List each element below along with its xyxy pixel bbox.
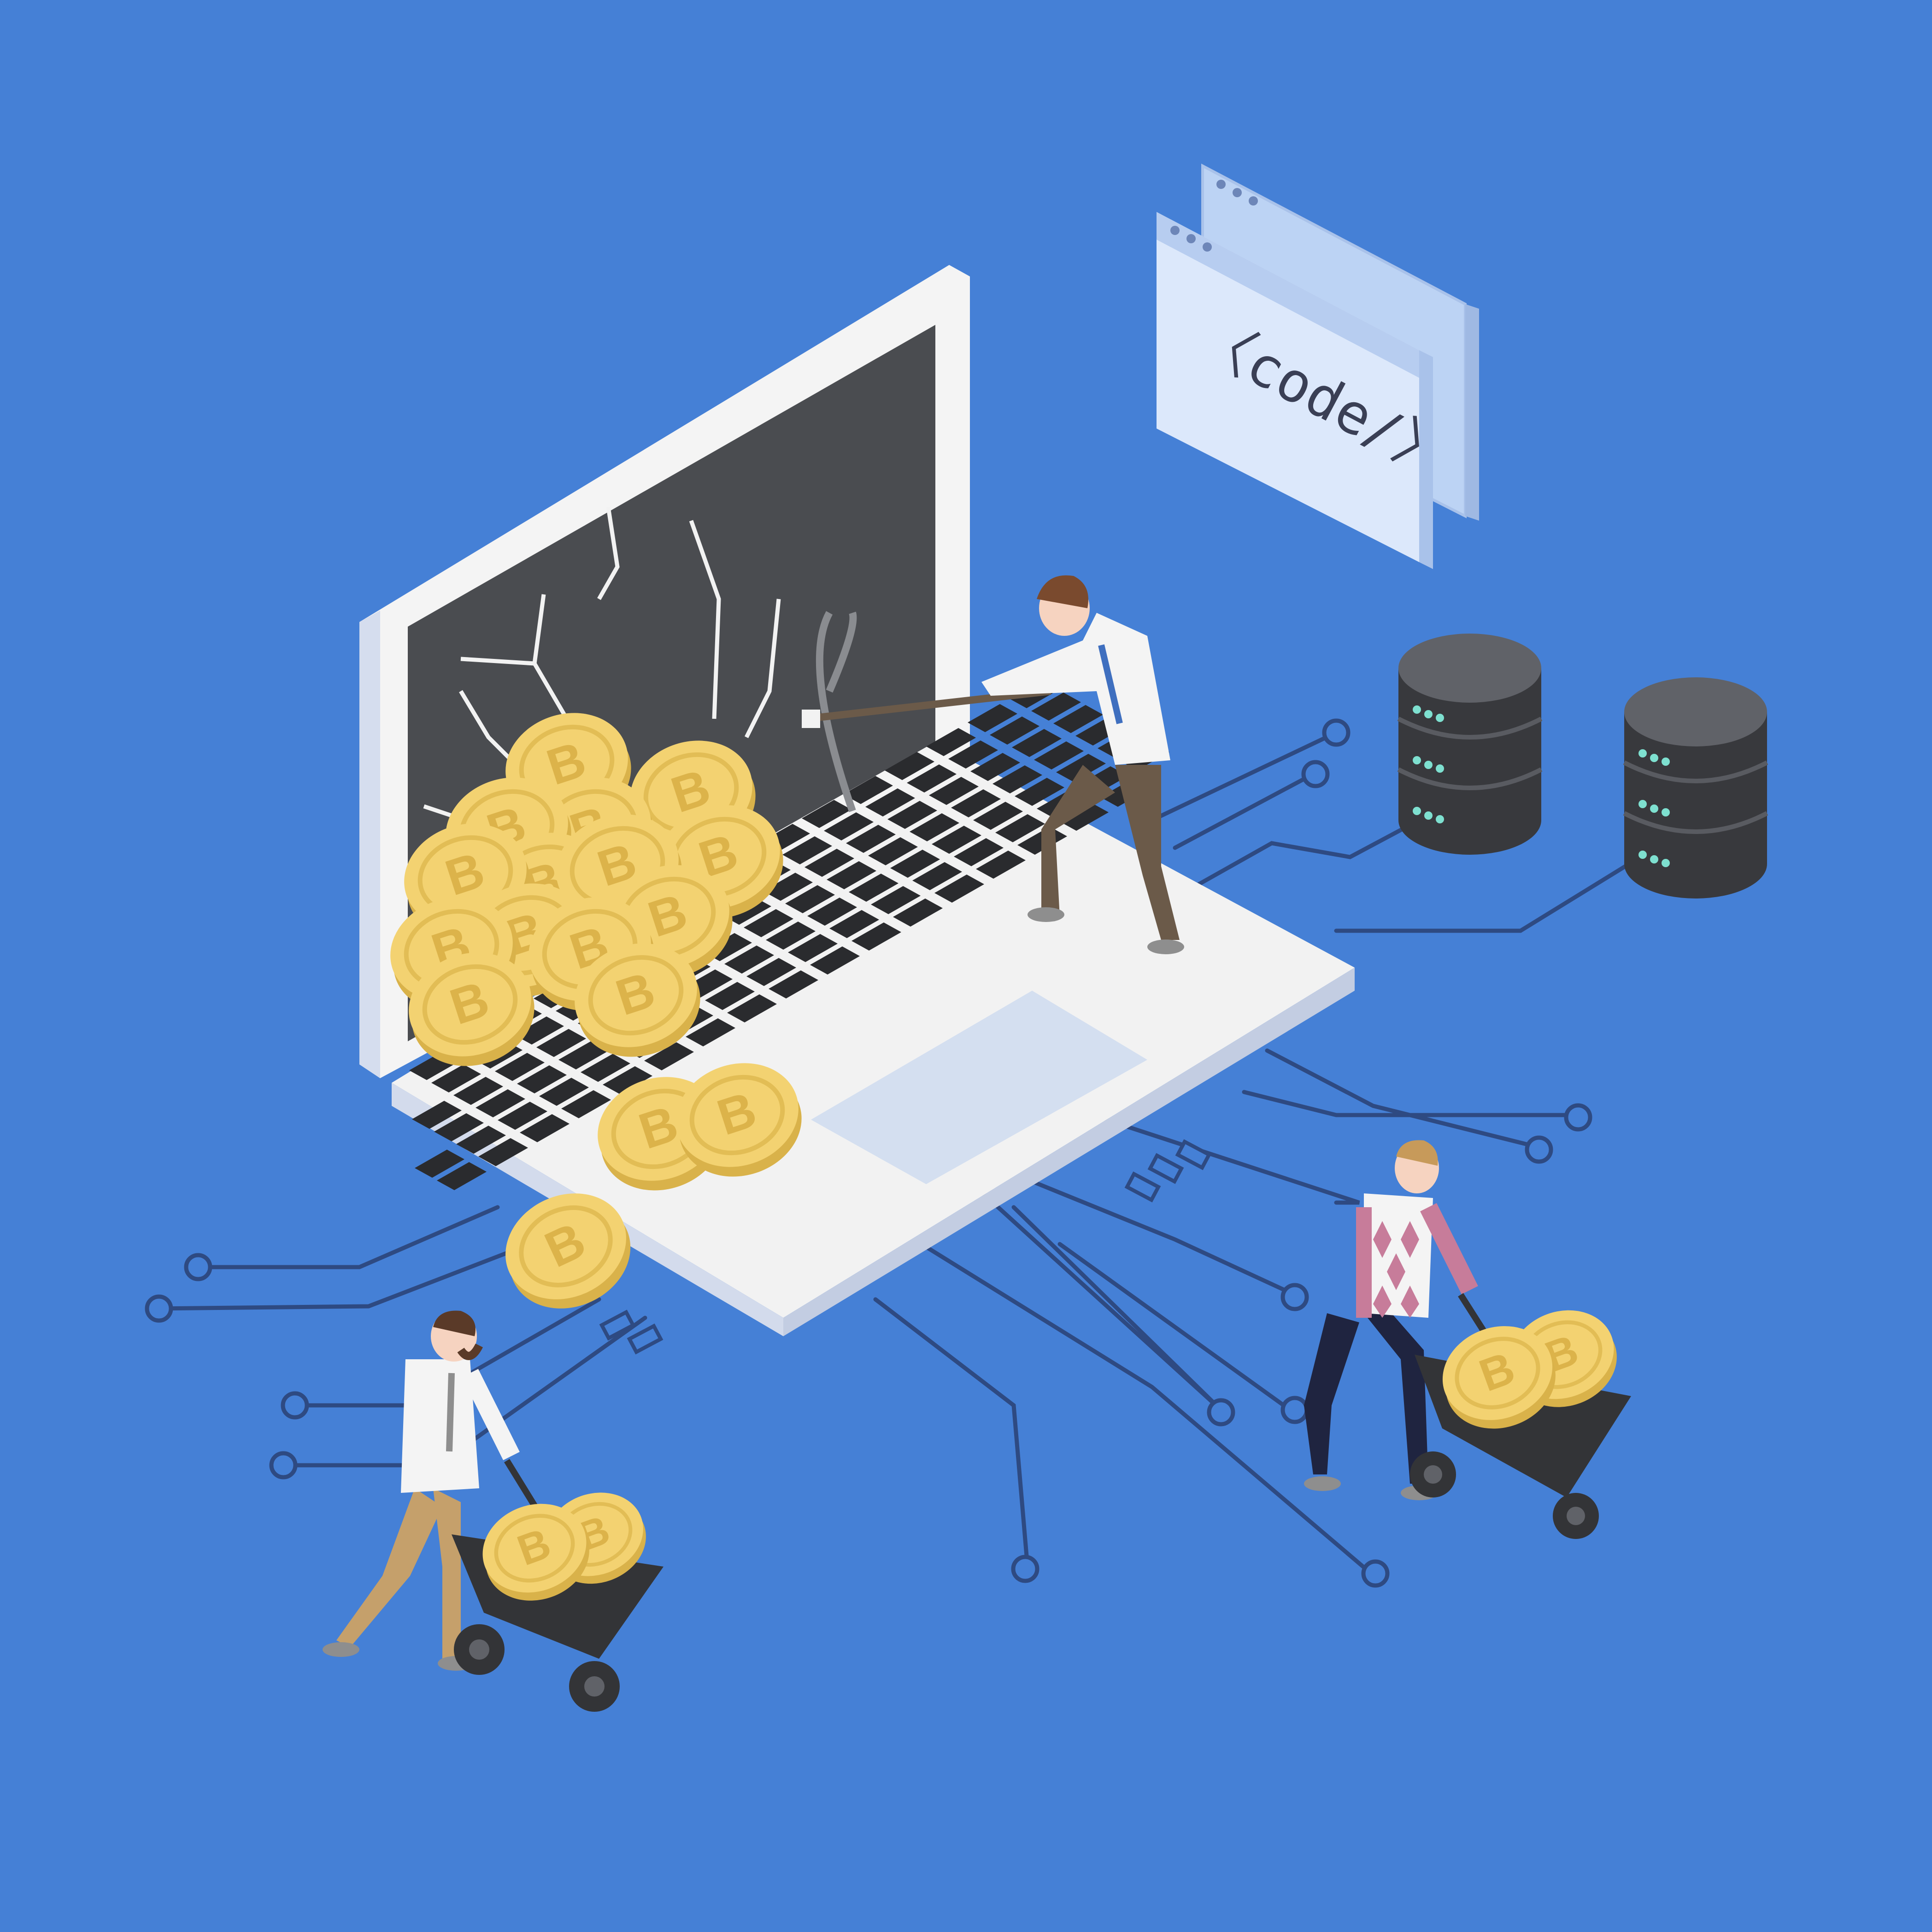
keyboard-key bbox=[782, 836, 832, 864]
keyboard-key bbox=[929, 777, 979, 805]
keyboard-key bbox=[1059, 803, 1109, 831]
keyboard-key bbox=[810, 946, 860, 975]
keyboard-key bbox=[871, 886, 921, 914]
keyboard-key bbox=[934, 875, 984, 903]
keyboard-key bbox=[910, 813, 959, 841]
keyboard-key bbox=[495, 1053, 545, 1081]
keyboard-key bbox=[827, 861, 876, 889]
keyboard-key bbox=[807, 898, 857, 926]
keyboard-key bbox=[456, 1126, 506, 1154]
keyboard-key bbox=[802, 800, 851, 828]
keyboard-key bbox=[954, 838, 1004, 866]
keyboard-key bbox=[412, 1101, 462, 1129]
keyboard-key bbox=[851, 922, 901, 951]
keyboard-key bbox=[539, 1078, 589, 1106]
keyboard-key bbox=[970, 753, 1020, 781]
keyboard-key bbox=[453, 1077, 503, 1105]
keyboard-key bbox=[517, 1065, 567, 1093]
keyboard-key bbox=[769, 970, 818, 998]
trackpad bbox=[811, 991, 1147, 1184]
keyboard-key bbox=[951, 789, 1001, 817]
pickaxe-icon bbox=[816, 611, 856, 812]
keyboard-key bbox=[434, 1113, 484, 1141]
keyboard-key bbox=[744, 909, 793, 937]
keyboard-key bbox=[865, 788, 915, 816]
keyboard-key bbox=[932, 826, 981, 854]
keyboard-key bbox=[558, 1041, 608, 1069]
keyboard-key bbox=[973, 802, 1023, 830]
keyboard-key bbox=[976, 851, 1026, 879]
database-icon bbox=[1623, 677, 1768, 898]
keyboard-key bbox=[727, 994, 777, 1022]
keyboard-key bbox=[1031, 693, 1081, 721]
keyboard-key bbox=[415, 1150, 464, 1178]
keyboard-key bbox=[705, 982, 755, 1010]
code-window-icon: 〈code/〉 bbox=[1157, 164, 1479, 569]
keyboard-key bbox=[868, 837, 918, 865]
keyboard-key bbox=[1034, 741, 1084, 769]
keyboard-key bbox=[887, 801, 937, 829]
keyboard-key bbox=[912, 862, 962, 890]
screen-cracks bbox=[423, 506, 781, 818]
keyboard-key bbox=[766, 922, 816, 950]
keyboard-key bbox=[926, 728, 976, 756]
keyboard-key bbox=[431, 1064, 481, 1092]
keyboard-key bbox=[843, 776, 893, 804]
keyboard-key bbox=[948, 740, 998, 769]
keyboard-key bbox=[995, 814, 1045, 842]
keyboard-key bbox=[824, 812, 874, 840]
keyboard-key bbox=[805, 849, 854, 877]
keyboard-key bbox=[968, 704, 1017, 732]
keyboard-key bbox=[907, 764, 957, 793]
keyboard-key bbox=[686, 1018, 735, 1046]
worker-left bbox=[323, 1310, 664, 1712]
keyboard-key bbox=[536, 1029, 586, 1057]
keyboard-key bbox=[788, 934, 838, 962]
keyboard-key bbox=[992, 765, 1042, 793]
keyboard-key bbox=[476, 1089, 525, 1117]
database-icon bbox=[1397, 634, 1543, 855]
keyboard-key bbox=[520, 1114, 570, 1142]
keyboard-key bbox=[746, 958, 796, 986]
circuit-chips bbox=[599, 1139, 1212, 1355]
keyboard-key bbox=[644, 1042, 694, 1070]
keyboard-key bbox=[1053, 705, 1103, 733]
keyboard-key bbox=[763, 873, 813, 901]
keyboard-key bbox=[478, 1138, 528, 1166]
keyboard-key bbox=[603, 1066, 652, 1094]
keyboard-key bbox=[785, 885, 835, 913]
keyboard-key bbox=[437, 1162, 487, 1190]
keyboard-key bbox=[498, 1102, 547, 1130]
keyboard-key bbox=[829, 910, 879, 938]
keyboard-key bbox=[990, 716, 1039, 745]
keyboard-key bbox=[1012, 729, 1062, 757]
worker-right bbox=[1304, 1140, 1631, 1539]
miner-figure bbox=[802, 575, 1184, 954]
keyboard-key bbox=[846, 825, 896, 853]
keyboard-key bbox=[1015, 778, 1064, 806]
keyboard-key bbox=[581, 1054, 630, 1082]
keyboard-key bbox=[885, 752, 934, 780]
keyboard-key bbox=[724, 945, 774, 974]
keyboard-key bbox=[514, 1016, 564, 1045]
keyboard-key bbox=[893, 898, 943, 927]
keyboard-key bbox=[561, 1090, 611, 1118]
keyboard-key bbox=[890, 850, 940, 878]
keyboard-key bbox=[849, 874, 898, 902]
